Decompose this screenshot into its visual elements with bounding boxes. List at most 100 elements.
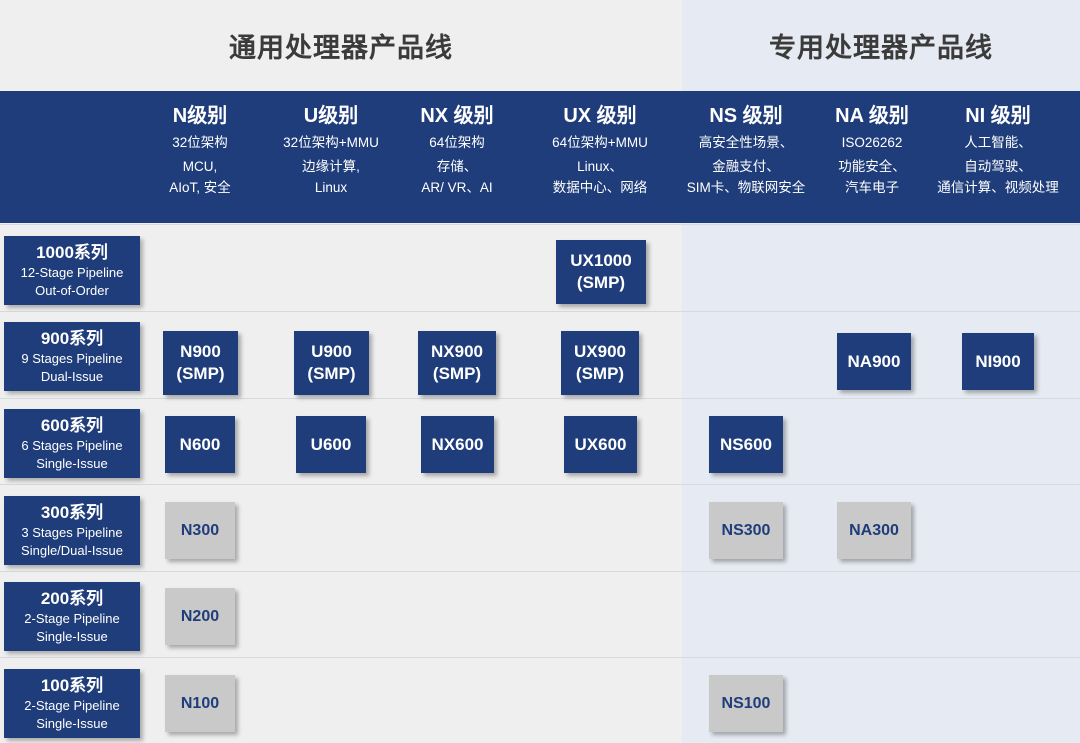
chip-product-variant: (SMP) xyxy=(432,364,482,383)
row-series-title: 300系列 xyxy=(40,503,104,522)
column-apps-line1: Linux、 xyxy=(577,159,623,174)
product-chip-NS300[interactable]: NS300 xyxy=(709,502,783,559)
column-apps-line2: Linux xyxy=(314,180,348,195)
column-apps-line2: AIoT, 安全 xyxy=(169,180,231,195)
product-chip-N300[interactable]: N300 xyxy=(165,502,235,559)
row-separator xyxy=(0,571,1080,572)
column-apps-line1: 自动驾驶、 xyxy=(964,159,1032,174)
chip-product-variant: (SMP) xyxy=(575,364,625,383)
product-chip-N200[interactable]: N200 xyxy=(165,588,235,645)
column-level-label: N级别 xyxy=(172,105,228,127)
row-issue-mode: Out-of-Order xyxy=(35,283,109,298)
column-arch-label: 人工智能、 xyxy=(964,135,1032,150)
column-arch-label: 32位架构 xyxy=(172,135,228,150)
chip-product-name: NS600 xyxy=(720,434,772,454)
product-chip-N600[interactable]: N600 xyxy=(165,416,235,473)
product-chip-U900[interactable]: U900 (SMP) xyxy=(294,331,369,395)
row-series-title: 900系列 xyxy=(40,329,104,348)
row-separator xyxy=(0,311,1080,312)
column-level-label: NI 级别 xyxy=(965,105,1031,127)
row-pipeline-stages: 9 Stages Pipeline xyxy=(21,351,123,366)
product-chip-U600[interactable]: U600 xyxy=(296,416,366,473)
column-apps-line2: SIM卡、物联网安全 xyxy=(686,180,806,195)
product-chip-NX900[interactable]: NX900 (SMP) xyxy=(418,331,496,395)
chip-product-variant: (SMP) xyxy=(307,364,356,383)
product-chip-NS100[interactable]: NS100 xyxy=(709,675,783,732)
column-arch-label: 64位架构+MMU xyxy=(552,135,648,150)
row-series-title: 1000系列 xyxy=(36,243,108,262)
column-level-label: U级别 xyxy=(303,105,359,127)
column-level-label: NX 级别 xyxy=(420,105,494,127)
row-separator xyxy=(0,398,1080,399)
row-series-title: 600系列 xyxy=(40,416,104,435)
row-issue-mode: Single/Dual-Issue xyxy=(21,543,123,558)
column-apps-line2: 汽车电子 xyxy=(845,180,899,195)
column-header-UX: UX 级别 64位架构+MMU Linux、数据中心、网络 xyxy=(510,91,690,223)
product-chip-NX600[interactable]: NX600 xyxy=(421,416,494,473)
row-issue-mode: Single-Issue xyxy=(36,629,108,644)
column-arch-label: 64位架构 xyxy=(429,135,485,150)
product-chip-NS600[interactable]: NS600 xyxy=(709,416,783,473)
column-apps-line1: 功能安全、 xyxy=(838,159,906,174)
super-header-general-purpose: 通用处理器产品线 xyxy=(229,33,453,63)
row-series-title: 100系列 xyxy=(40,676,104,695)
product-chip-N900[interactable]: N900 (SMP) xyxy=(163,331,238,395)
product-chip-NI900[interactable]: NI900 xyxy=(962,333,1034,390)
product-chip-UX1000[interactable]: UX1000(SMP) xyxy=(556,240,646,304)
chip-product-name: NX900 xyxy=(431,342,483,361)
chip-product-name: NA900 xyxy=(847,351,901,371)
column-apps-line2: AR/ VR、AI xyxy=(421,180,493,195)
column-header-NX: NX 级别 64位架构存储、 AR/ VR、AI xyxy=(367,91,547,223)
column-apps-line2: 数据中心、网络 xyxy=(552,180,648,195)
chip-product-variant: (SMP) xyxy=(176,364,225,383)
row-separator xyxy=(0,484,1080,485)
product-chip-N100[interactable]: N100 xyxy=(165,675,235,732)
product-chip-NA300[interactable]: NA300 xyxy=(837,502,911,559)
column-apps-line1: MCU, xyxy=(182,159,218,174)
chip-product-name: UX600 xyxy=(574,434,627,454)
column-header-N: N级别 32位架构 MCU, AIoT, 安全 xyxy=(110,91,290,223)
super-header-special-purpose: 专用处理器产品线 xyxy=(769,33,993,63)
row-pipeline-stages: 2-Stage Pipeline xyxy=(24,611,120,626)
column-header-strip xyxy=(0,91,1080,223)
column-apps-line1: 边缘计算, xyxy=(302,159,360,174)
chip-product-name: N100 xyxy=(180,694,220,712)
chip-product-name: N300 xyxy=(180,521,220,539)
chip-product-name: N600 xyxy=(179,434,221,454)
column-level-label: UX 级别 xyxy=(563,105,637,127)
column-arch-label: ISO26262 xyxy=(841,135,903,150)
row-issue-mode: Dual-Issue xyxy=(40,369,104,384)
chip-product-name: U900 xyxy=(311,342,352,361)
column-apps-line1: 金融支付、 xyxy=(712,159,780,174)
row-issue-mode: Single-Issue xyxy=(36,716,108,731)
product-chip-UX600[interactable]: UX600 xyxy=(564,416,637,473)
row-pipeline-stages: 2-Stage Pipeline xyxy=(24,698,120,713)
chip-product-name: UX900 xyxy=(574,342,626,361)
product-chip-NA900[interactable]: NA900 xyxy=(837,333,911,390)
chip-product-name: NX600 xyxy=(431,434,484,454)
row-separator xyxy=(0,224,1080,225)
chip-product-name: U600 xyxy=(310,434,352,454)
chip-product-name: NI900 xyxy=(975,351,1021,371)
chip-product-name: UX1000 xyxy=(570,251,632,270)
column-level-label: NS 级别 xyxy=(709,105,783,127)
column-arch-label: 高安全性场景、 xyxy=(698,135,794,150)
chip-product-name: N200 xyxy=(180,607,220,625)
row-separator xyxy=(0,657,1080,658)
chip-product-name: N900 xyxy=(180,342,221,361)
product-chip-UX900[interactable]: UX900 (SMP) xyxy=(561,331,639,395)
column-apps-line1: 存储、 xyxy=(436,159,478,174)
row-issue-mode: Single-Issue xyxy=(36,456,108,471)
column-arch-label: 32位架构+MMU xyxy=(283,135,379,150)
row-pipeline-stages: 12-Stage Pipeline xyxy=(20,265,124,280)
column-header-NI: NI 级别人工智能、自动驾驶、通信计算、视频处理 xyxy=(908,91,1080,223)
column-apps-line2: 通信计算、视频处理 xyxy=(937,180,1059,195)
chip-product-name: NS100 xyxy=(721,694,771,712)
